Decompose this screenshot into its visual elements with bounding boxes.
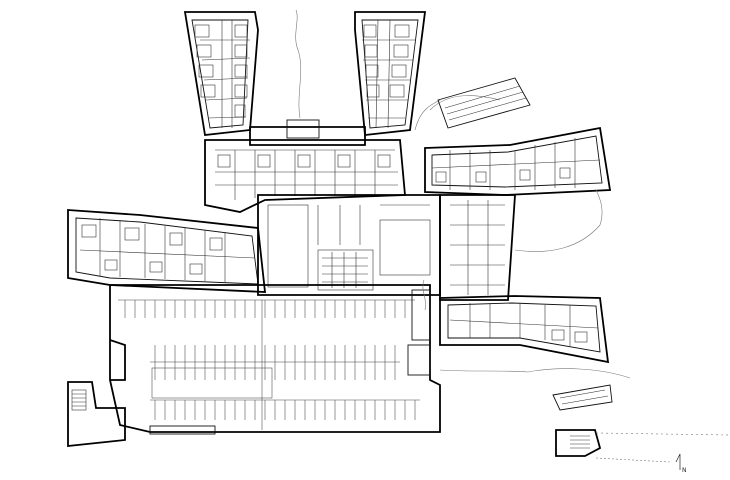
site-contours (422, 279, 529, 373)
southeast-wing (439, 295, 610, 364)
central-block (204, 139, 406, 213)
service-zone (257, 194, 441, 296)
stair-grid (322, 252, 368, 288)
canopy-structure (437, 77, 531, 129)
southeast-ramp (527, 368, 730, 463)
north-arrow: N (675, 453, 687, 474)
east-wing (414, 95, 612, 196)
west-wing (67, 209, 267, 293)
north-connector (249, 9, 366, 146)
north-wing-left (183, 11, 259, 136)
southwest-stair (67, 381, 126, 447)
parking-garage (109, 284, 441, 435)
north-arrow-label: N (682, 467, 687, 474)
north-wing-right (354, 11, 427, 136)
east-central-block (439, 189, 603, 301)
